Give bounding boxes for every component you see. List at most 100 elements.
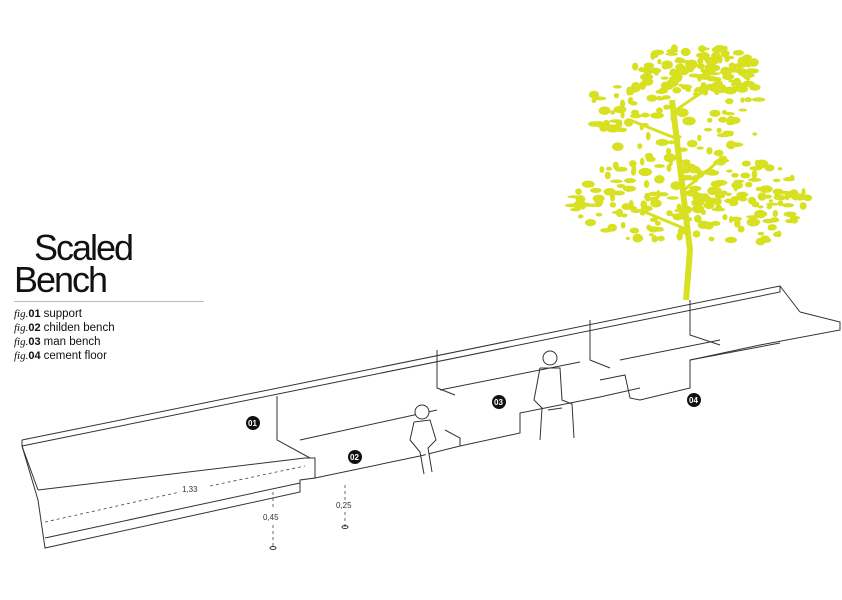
leaf-cluster	[692, 174, 698, 180]
leaf-cluster	[711, 46, 721, 53]
leaf-cluster	[623, 118, 634, 127]
leaf-cluster	[595, 212, 603, 217]
leaf-cluster	[737, 225, 745, 233]
leaf-cluster	[648, 233, 654, 237]
leaf-cluster	[670, 213, 682, 218]
leaf-cluster	[706, 65, 718, 70]
leaf-cluster	[714, 193, 726, 199]
leaf-cluster	[609, 202, 617, 208]
leaf-cluster	[755, 186, 761, 192]
leaf-cluster	[713, 149, 724, 157]
leaf-cluster	[630, 208, 642, 213]
leaf-cluster	[670, 114, 676, 122]
leaf-cluster	[686, 59, 698, 69]
leaf-cluster	[759, 185, 773, 193]
leaf-cluster	[649, 226, 664, 230]
leaf-cluster	[655, 89, 667, 94]
leaf-cluster	[675, 63, 686, 71]
leaf-cluster	[789, 215, 801, 220]
leaf-cluster	[700, 82, 707, 86]
leaf-cluster	[751, 170, 758, 179]
leaf-cluster	[666, 164, 672, 172]
leaf-cluster	[677, 227, 690, 235]
leaf-cluster	[670, 181, 682, 191]
leaf-cluster	[577, 214, 584, 219]
leaf-cluster	[749, 166, 763, 171]
dim-length: 1,33	[182, 485, 198, 494]
leaf-cluster	[656, 107, 663, 114]
leaf-cluster	[751, 201, 760, 208]
leaf-cluster	[728, 62, 736, 69]
leaf-cluster	[670, 134, 682, 139]
leaf-cluster	[596, 124, 605, 128]
leaf-cluster	[612, 190, 625, 196]
leaf-cluster	[590, 187, 602, 193]
leaf-cluster	[773, 194, 787, 201]
leaf-cluster	[663, 104, 671, 110]
leaf-cluster	[725, 192, 732, 196]
leaf-cluster	[739, 196, 748, 202]
leaf-cluster	[752, 132, 758, 136]
leaf-cluster	[663, 153, 677, 163]
leaf-cluster	[630, 113, 642, 119]
leaf-cluster	[648, 191, 658, 197]
leaf-cluster	[760, 237, 772, 244]
leaf-cluster	[635, 236, 644, 241]
leaf-cluster	[791, 192, 801, 198]
leaf-cluster	[584, 219, 597, 227]
leaf-cluster	[619, 99, 626, 108]
leaf-cluster	[746, 215, 758, 219]
leaf-cluster	[724, 236, 737, 244]
leaf-cluster	[684, 217, 693, 222]
leaf-cluster	[742, 80, 755, 88]
leaf-cluster	[777, 167, 783, 171]
leaf-cluster	[650, 112, 664, 119]
bench-outline	[21, 285, 841, 549]
leaf-cluster	[722, 214, 728, 221]
leaf-cluster	[643, 180, 650, 189]
leaf-cluster	[698, 51, 710, 60]
leaf-cluster	[615, 120, 620, 129]
leaf-cluster	[734, 219, 741, 228]
leaf-cluster	[765, 202, 779, 206]
leaf-cluster	[581, 180, 595, 188]
leaf-cluster	[629, 227, 640, 234]
leaf-cluster	[702, 70, 711, 77]
leaf-cluster	[707, 72, 720, 76]
leaf-cluster	[734, 67, 745, 74]
leaf-cluster	[698, 45, 707, 53]
leaf-cluster	[726, 140, 736, 150]
leaf-cluster	[744, 181, 753, 188]
leaf-cluster	[711, 51, 721, 60]
leaf-cluster	[713, 179, 728, 186]
leaf-cluster	[715, 204, 723, 211]
svg-text:03: 03	[494, 398, 503, 407]
leaf-cluster	[657, 59, 662, 65]
leaf-cluster	[740, 172, 751, 179]
leaf-cluster	[654, 164, 665, 168]
leaf-cluster	[700, 84, 706, 89]
leaf-cluster	[575, 188, 582, 195]
leaf-cluster	[746, 217, 761, 227]
leaf-cluster	[724, 55, 735, 60]
leaf-cluster	[783, 211, 797, 217]
leaf-cluster	[610, 193, 616, 202]
leaf-cluster	[740, 97, 745, 103]
leaf-cluster	[706, 117, 713, 123]
leaf-cluster	[772, 210, 779, 218]
leaf-cluster	[653, 196, 659, 204]
leaf-cluster	[692, 198, 701, 205]
leaf-cluster	[680, 47, 691, 57]
leaf-cluster	[625, 236, 631, 240]
marker-03: 03	[492, 395, 506, 409]
marker-01: 01	[246, 416, 260, 430]
leaf-cluster	[691, 204, 705, 214]
leaf-cluster	[631, 81, 641, 91]
leaf-cluster	[738, 108, 748, 112]
leaf-cluster	[764, 164, 775, 172]
leaf-cluster	[692, 230, 701, 238]
leaf-cluster	[803, 194, 813, 202]
leaf-cluster	[639, 81, 647, 90]
